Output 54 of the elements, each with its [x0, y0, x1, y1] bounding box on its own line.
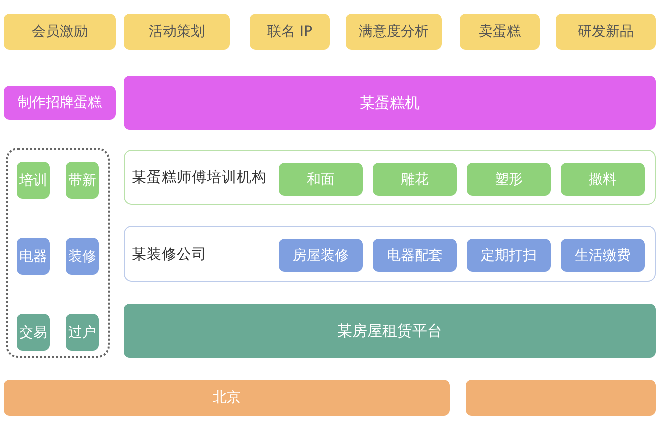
label-box	[4, 380, 450, 416]
label-text: 满意度分析	[359, 23, 429, 41]
empty-box	[466, 380, 656, 416]
label-text: 某蛋糕师傅培训机构	[132, 168, 267, 187]
label-text: 某蛋糕机	[360, 94, 420, 112]
label-text: 某装修公司	[132, 246, 207, 264]
label-box	[373, 239, 457, 272]
label-text: 卖蛋糕	[479, 23, 521, 41]
label-box	[346, 14, 442, 50]
label-text: 电器配套	[387, 246, 443, 264]
label-text: 装修	[68, 248, 96, 266]
label-box	[561, 239, 645, 272]
label-text: 电器	[20, 248, 48, 266]
label-box	[561, 163, 645, 196]
dashed-group-box	[6, 148, 110, 358]
label-text: 北京	[213, 389, 241, 407]
label-box	[17, 238, 50, 275]
label-text: 塑形	[495, 170, 523, 188]
label-text: 生活缴费	[575, 246, 631, 264]
group-panel	[124, 226, 656, 282]
label-box	[556, 14, 656, 50]
label-box	[124, 76, 656, 130]
label-text: 联名 IP	[267, 23, 313, 41]
group-panel	[124, 150, 656, 205]
label-box	[373, 163, 457, 196]
label-box	[279, 163, 363, 196]
label-text: 会员激励	[32, 23, 88, 41]
label-text: 房屋装修	[293, 246, 349, 264]
label-box	[124, 304, 656, 358]
label-text: 某房屋租赁平台	[338, 322, 442, 340]
label-text: 过户	[68, 324, 96, 342]
label-box	[250, 14, 330, 50]
label-box	[460, 14, 540, 50]
label-box	[17, 314, 50, 351]
label-text: 定期打扫	[481, 246, 537, 264]
label-text: 和面	[307, 170, 335, 188]
label-box	[4, 14, 116, 50]
label-text: 交易	[20, 324, 48, 342]
label-text: 制作招牌蛋糕	[18, 94, 102, 112]
label-box	[17, 162, 50, 199]
label-box	[467, 163, 551, 196]
label-box	[66, 238, 99, 275]
label-text: 培训	[20, 172, 48, 190]
label-box	[467, 239, 551, 272]
label-box	[279, 239, 363, 272]
label-box	[66, 162, 99, 199]
label-text: 研发新品	[578, 23, 634, 41]
label-box	[124, 14, 230, 50]
label-box	[66, 314, 99, 351]
label-box	[4, 86, 116, 120]
label-text: 带新	[68, 172, 96, 190]
label-text: 雕花	[401, 170, 429, 188]
label-text: 活动策划	[149, 23, 205, 41]
label-text: 撒料	[589, 170, 617, 188]
